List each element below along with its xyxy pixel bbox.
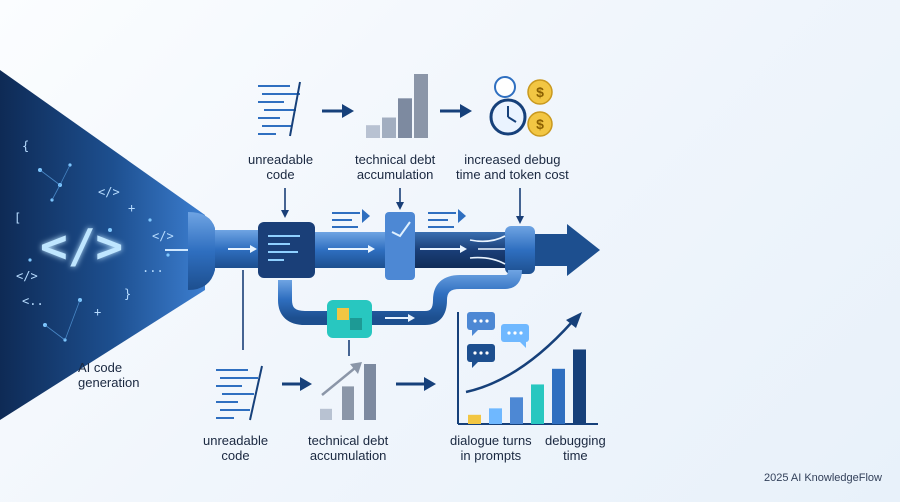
code-lines-icon <box>258 81 301 137</box>
label-bottom-debt: technical debt accumulation <box>308 433 389 463</box>
pipe-segment <box>535 234 567 266</box>
teal-module <box>327 300 372 338</box>
label-top-cost: increased debug time and token cost <box>456 152 569 182</box>
glyph: </> <box>98 185 120 199</box>
bar <box>573 349 586 424</box>
bar <box>366 125 380 138</box>
growth-chart-icon <box>457 312 598 425</box>
output-arrow-icon <box>567 224 600 276</box>
label-ai-generation: AI code generation <box>78 360 140 390</box>
glyph: <.. <box>22 294 44 308</box>
code-lines-icon <box>332 212 456 228</box>
bar <box>552 368 565 424</box>
glyph: } <box>124 287 131 301</box>
code-glyph-cloud: { </> + [ </> </> ... } <.. + <box>14 139 174 319</box>
bypass-pipe <box>372 269 522 325</box>
bar <box>510 397 523 424</box>
code-lines-icon <box>216 365 263 421</box>
label-debugging: debugging time <box>545 433 606 463</box>
coin-icon: $ <box>527 111 553 137</box>
bar <box>489 408 502 424</box>
glyph: + <box>94 305 101 319</box>
glyph: </> <box>152 229 174 243</box>
coin-symbol: $ <box>536 84 544 100</box>
main-code-icon: </> <box>40 219 123 273</box>
clock-icon <box>489 76 527 136</box>
ai-funnel <box>0 70 205 420</box>
chat-bubble-icon <box>467 312 529 368</box>
footer-credit: 2025 AI KnowledgeFlow <box>763 472 882 484</box>
bar <box>320 408 332 420</box>
bar <box>531 384 544 424</box>
label-top-unreadable: unreadable code <box>248 152 314 182</box>
arrow-icon <box>300 377 312 391</box>
arrow-icon <box>424 377 436 391</box>
code-module <box>258 222 315 278</box>
pipe-coupler <box>505 226 535 274</box>
coin-symbol: $ <box>536 116 544 132</box>
bar-stack-icon <box>366 74 428 138</box>
bar-stack-icon <box>320 364 376 420</box>
filter-module <box>385 212 415 280</box>
bypass-pipe <box>278 280 330 325</box>
bar <box>414 74 428 138</box>
pipe-intake-icon <box>188 212 215 290</box>
glyph: ... <box>142 261 164 275</box>
coin-icon: $ <box>527 79 553 105</box>
bar <box>364 364 376 420</box>
label-dialogue: dialogue turns in prompts <box>450 433 532 463</box>
label-top-debt: technical debt accumulation <box>355 152 436 182</box>
glyph: </> <box>16 269 38 283</box>
bar <box>468 414 481 424</box>
arrow-icon <box>460 104 472 118</box>
bar <box>342 386 354 420</box>
bar <box>398 98 412 138</box>
glyph: [ <box>14 211 21 225</box>
arrow-icon <box>342 104 354 118</box>
bar <box>382 117 396 138</box>
label-bottom-unreadable: unreadable code <box>203 433 269 463</box>
glyph: + <box>128 201 135 215</box>
glyph: { <box>22 139 29 153</box>
